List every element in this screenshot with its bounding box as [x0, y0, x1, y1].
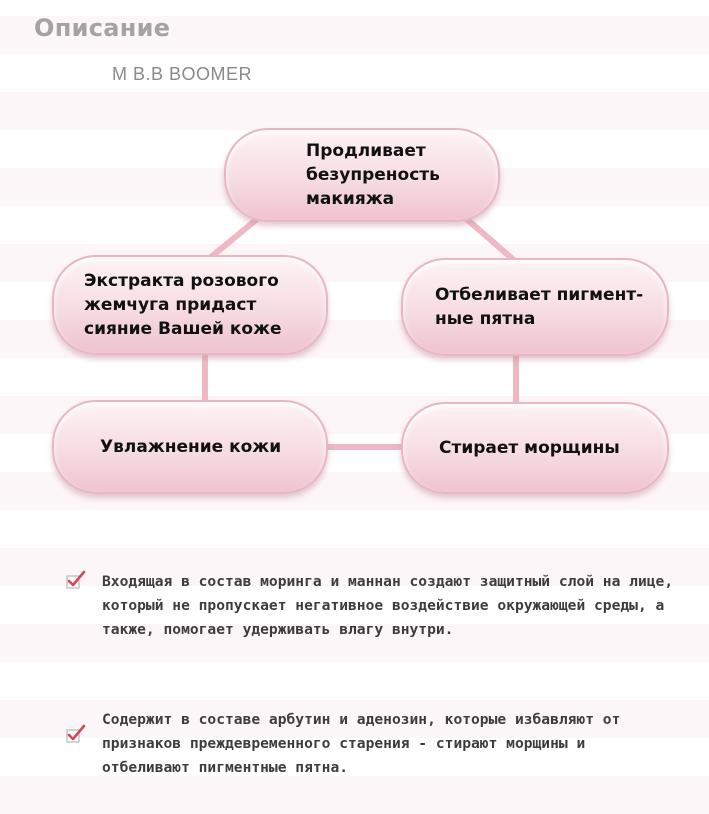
- bullet-item: Содержит в составе арбутин и аденозин, к…: [66, 708, 676, 788]
- node-makeup: Продливает безупреность макияжа: [224, 128, 500, 222]
- brand-name: M B.B BOOMER: [112, 64, 253, 84]
- node-whitening-label: Отбеливает пигмент- ные пятна: [435, 285, 644, 329]
- node-moisturizing-label: Увлажнение кожи: [100, 437, 282, 457]
- connector-top-left: [202, 212, 265, 265]
- bullet-text: Входящая в состав моринга и маннан созда…: [102, 573, 674, 638]
- node-pearl-extract: Экстракта розового жемчуга придаст сияни…: [52, 255, 328, 355]
- checkmark-icon: [66, 724, 86, 743]
- node-pearl-extract-label: Экстракта розового жемчуга придаст сияни…: [84, 271, 282, 339]
- bullet-item: Входящая в состав моринга и маннан созда…: [66, 570, 676, 666]
- node-moisturizing: Увлажнение кожи: [52, 400, 328, 494]
- bullet-text: Содержит в составе арбутин и аденозин, к…: [102, 711, 621, 776]
- node-wrinkles: Стирает морщины: [401, 402, 669, 494]
- checkmark-icon: [66, 570, 86, 589]
- connector-top-right: [459, 212, 519, 265]
- node-wrinkles-label: Стирает морщины: [439, 438, 620, 458]
- page-title: Описание: [34, 14, 171, 42]
- node-makeup-label: Продливает безупреность макияжа: [306, 141, 440, 209]
- node-whitening: Отбеливает пигмент- ные пятна: [401, 258, 669, 356]
